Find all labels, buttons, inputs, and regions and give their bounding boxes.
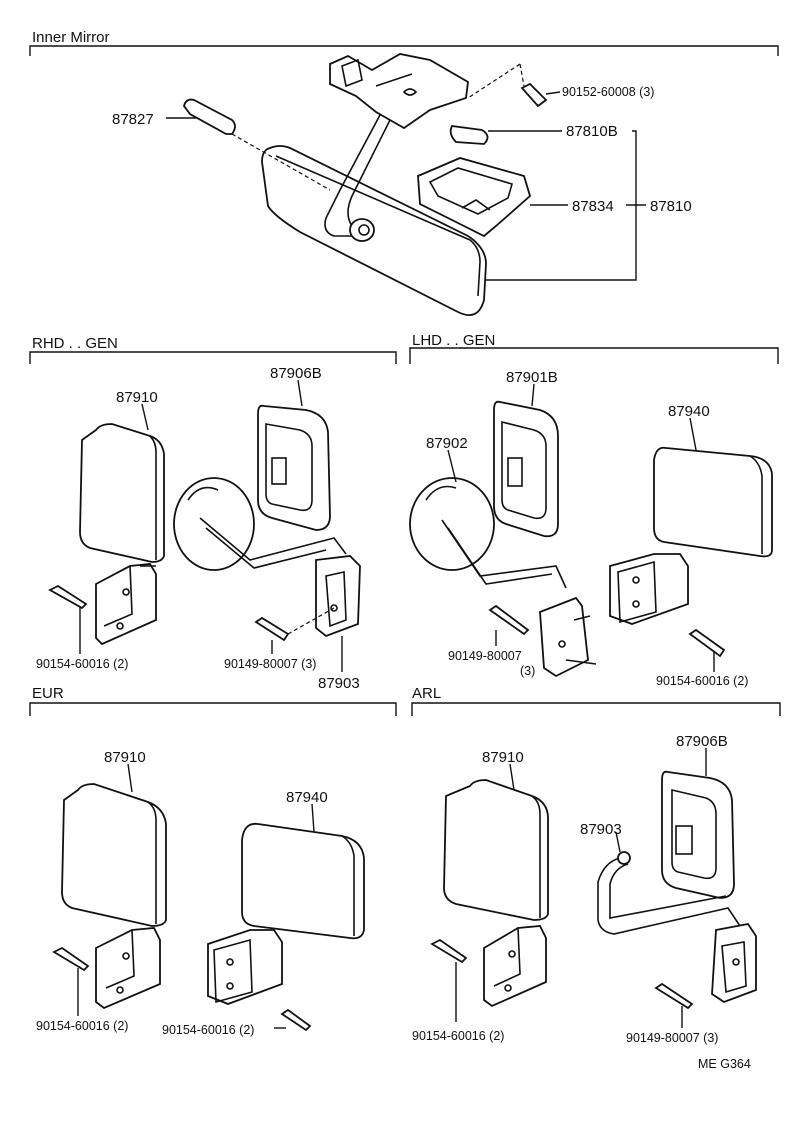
diagram-code: ME G364 (698, 1057, 751, 1071)
label-90149-80007: 90149-80007 (3) (224, 657, 316, 671)
mirror-stay-87903 (597, 857, 741, 935)
round-mirror-87902 (409, 477, 495, 571)
section-lhd-gen: LHD . . GEN (409, 332, 779, 364)
label-90154-60016: 90154-60016 (2) (656, 674, 748, 688)
label-87903: 87903 (580, 821, 622, 838)
label-90149-qty: (3) (520, 664, 535, 678)
section-title-rhd-gen: RHD . . GEN (32, 335, 118, 352)
section-eur: EUR (29, 685, 397, 716)
label-87906B: 87906B (676, 733, 728, 750)
bulb-87827 (183, 98, 236, 135)
outer-mirror-87940 (653, 446, 773, 558)
screw-90149-80007 (488, 604, 530, 636)
bolt-90154-60016-b (280, 1008, 312, 1032)
inner-mirror-mount (329, 53, 469, 130)
section-rhd-gen: RHD . . GEN (29, 335, 397, 364)
arl-assembly: 87910 87906B 87903 90154-60016 (2) 90149… (412, 733, 757, 1045)
label-87910: 87910 (482, 749, 524, 766)
arl-stay-mount (711, 923, 757, 1004)
label-87902: 87902 (426, 435, 468, 452)
bolt-90154-60016 (688, 628, 726, 658)
inner-mirror-stay (324, 99, 399, 237)
round-mirror (173, 477, 255, 571)
bolt-90154-60016 (52, 946, 90, 972)
section-title-eur: EUR (32, 685, 64, 702)
outer-mirror-87910 (61, 783, 167, 927)
label-87827: 87827 (112, 111, 154, 128)
label-87940: 87940 (286, 789, 328, 806)
section-arl: ARL (411, 685, 781, 716)
bulb-87810B (449, 125, 489, 145)
label-87901B: 87901B (506, 369, 558, 386)
label-87903: 87903 (318, 675, 360, 692)
label-87910: 87910 (116, 389, 158, 406)
label-90154-60016: 90154-60016 (2) (36, 657, 128, 671)
label-87810: 87810 (650, 198, 692, 215)
outer-mirror-bracket (95, 563, 157, 646)
outer-mirror-87910 (443, 779, 549, 921)
lhd-gen-assembly: 87901B 87902 87940 90149-80007 (3) 90154… (409, 369, 773, 688)
arl-bracket (483, 925, 547, 1008)
eur-bracket-left (95, 927, 161, 1010)
section-inner-mirror: Inner Mirror (29, 29, 779, 56)
lhd-outer-bracket (609, 553, 689, 625)
label-90149-80007: 90149-80007 (3) (626, 1031, 718, 1045)
screw-90149-80007 (254, 616, 290, 642)
bolt-90154-60016 (430, 938, 468, 964)
label-87906B: 87906B (270, 365, 322, 382)
lhd-bracket (539, 596, 589, 678)
bolt-90154-60016 (48, 584, 88, 610)
label-90149-80007: 90149-80007 (448, 649, 522, 663)
label-87810B: 87810B (566, 123, 618, 140)
eur-assembly: 87910 87940 90154-60016 (2) 90154-60016 … (36, 749, 365, 1037)
label-90152-60008: 90152-60008 (3) (562, 85, 654, 99)
label-87834: 87834 (572, 198, 614, 215)
section-title-arl: ARL (412, 685, 441, 702)
inner-mirror-pivot (349, 218, 375, 242)
mirror-stay-87903 (315, 555, 361, 638)
label-90154-60016-b: 90154-60016 (2) (162, 1023, 254, 1037)
lamp-housing-87834 (417, 157, 532, 238)
outer-mirror-87940 (241, 822, 365, 940)
screw-90152-60008 (520, 82, 548, 108)
inner-mirror-assembly: 87827 90152-60008 (3) 87810B 87834 87810 (112, 53, 692, 316)
label-90154-60016: 90154-60016 (2) (412, 1029, 504, 1043)
section-title-lhd-gen: LHD . . GEN (412, 332, 495, 349)
screw-90149-80007 (654, 982, 694, 1010)
label-87940: 87940 (668, 403, 710, 420)
label-87910: 87910 (104, 749, 146, 766)
rhd-gen-assembly: 87910 87906B 90154-60016 (2) 90149-80007… (36, 365, 361, 692)
section-title-inner-mirror: Inner Mirror (32, 29, 110, 46)
label-90154-60016-a: 90154-60016 (2) (36, 1019, 128, 1033)
outer-mirror-87910 (79, 423, 165, 563)
